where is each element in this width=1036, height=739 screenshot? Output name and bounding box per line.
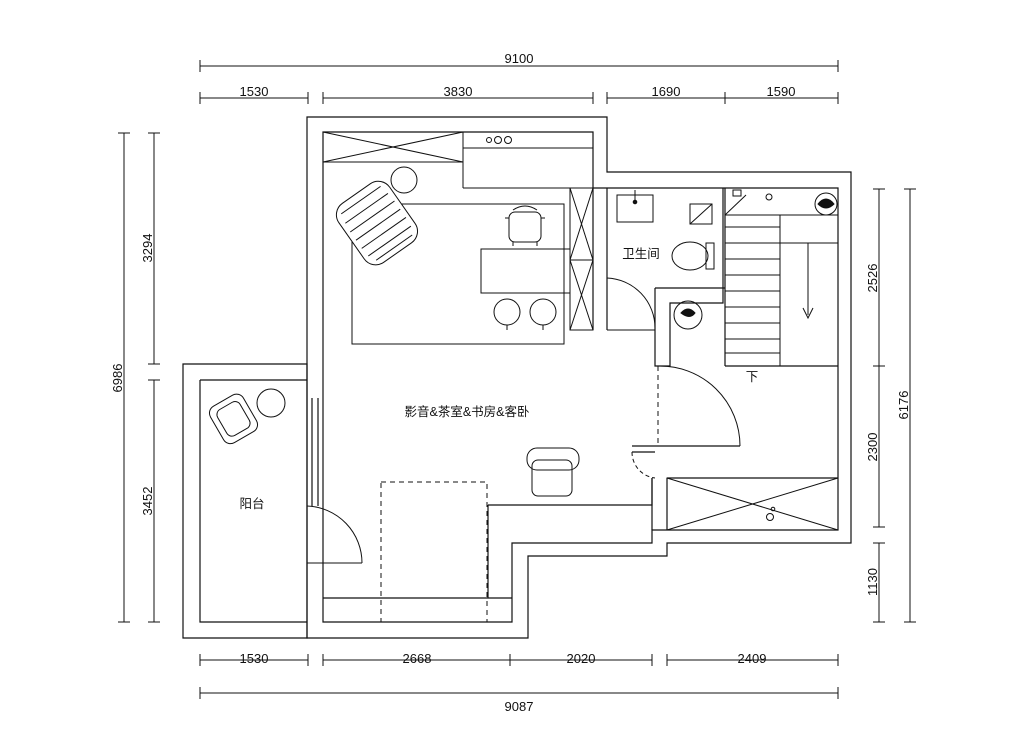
stairs-down-label: 下 <box>746 370 759 384</box>
lounge-chair <box>335 166 419 266</box>
armchair-desk <box>505 205 545 246</box>
dimension-lines <box>118 60 916 699</box>
dim-right-1: 2526 <box>865 264 880 293</box>
room-label-main: 影音&茶室&书房&客卧 <box>404 404 529 419</box>
dim-left-total: 6986 <box>110 364 125 393</box>
lounge-armchair <box>526 447 580 497</box>
dim-top-1: 1530 <box>240 84 269 99</box>
room-label-balcony: 阳台 <box>239 496 264 511</box>
bathroom-fixtures <box>616 190 715 330</box>
dim-top-4: 1590 <box>767 84 796 99</box>
dim-bottom-2: 2668 <box>403 651 432 666</box>
doors <box>306 277 741 564</box>
dim-bottom-1: 1530 <box>240 651 269 666</box>
stools <box>493 298 557 330</box>
dim-bottom-total: 9087 <box>505 699 534 714</box>
bed-dashed <box>380 481 488 623</box>
storage-cabinet <box>666 477 839 531</box>
room-label-bathroom: 卫生间 <box>622 247 660 261</box>
stairs <box>724 189 838 366</box>
dim-top-3: 1690 <box>652 84 681 99</box>
dim-right-total: 6176 <box>896 391 911 420</box>
dim-left-1: 3294 <box>140 234 155 263</box>
balcony-chair <box>208 388 286 445</box>
dim-top-2: 3830 <box>444 84 473 99</box>
rug-area <box>351 203 571 345</box>
dim-left-2: 3452 <box>140 487 155 516</box>
dim-bottom-3: 2020 <box>567 651 596 666</box>
dim-bottom-4: 2409 <box>738 651 767 666</box>
cabinet-top <box>322 131 594 189</box>
tall-cabinet <box>569 187 594 331</box>
dim-right-2: 2300 <box>865 433 880 462</box>
dim-right-3: 1130 <box>865 568 880 596</box>
dim-top-total: 9100 <box>505 51 534 66</box>
